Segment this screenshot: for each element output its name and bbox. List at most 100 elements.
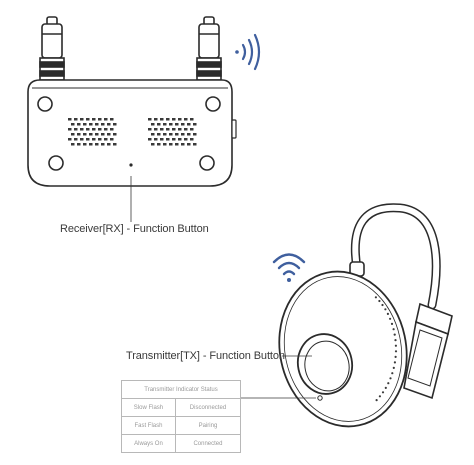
table-row: Fast Flash Pairing xyxy=(121,416,242,435)
vent-slot xyxy=(107,123,111,126)
wifi-signal-icon xyxy=(235,33,261,71)
vent-slot xyxy=(148,128,152,131)
transmitter-device xyxy=(278,203,453,428)
indicator-state: Slow Flash xyxy=(121,398,176,417)
vent-slot xyxy=(113,133,117,136)
vent-slot xyxy=(71,143,75,146)
vent-slot xyxy=(83,143,87,146)
receiver-device xyxy=(27,16,237,187)
vent-slot xyxy=(166,128,170,131)
vent-slot xyxy=(83,133,87,136)
vent-slot xyxy=(95,143,99,146)
vent-slot xyxy=(92,118,96,121)
vent-slot xyxy=(172,128,176,131)
vent-slot xyxy=(92,128,96,131)
table-row: Always On Connected xyxy=(121,434,242,453)
vent-dot xyxy=(394,355,397,358)
vent-dot xyxy=(393,333,396,336)
vent-slot xyxy=(151,133,155,136)
vent-slot xyxy=(110,128,114,131)
indicator-meaning: Pairing xyxy=(174,416,242,435)
vent-dot xyxy=(374,296,377,299)
vent-slot xyxy=(187,143,191,146)
vent-slot xyxy=(184,138,188,141)
vent-slot xyxy=(98,128,102,131)
vent-slot xyxy=(175,133,179,136)
vent-slot xyxy=(178,128,182,131)
transmitter-function-button xyxy=(296,333,354,395)
vent-slot xyxy=(175,123,179,126)
vent-dot xyxy=(393,361,396,364)
vent-slot xyxy=(181,123,185,126)
vent-slot xyxy=(187,133,191,136)
vent-slot xyxy=(178,118,182,121)
vent-slot xyxy=(184,128,188,131)
vent-slot xyxy=(107,133,111,136)
vent-slot xyxy=(80,138,84,141)
vent-slot xyxy=(68,128,72,131)
vent-dot xyxy=(384,308,387,311)
vent-slot xyxy=(110,118,114,121)
vent-slot xyxy=(95,123,99,126)
vent-slot xyxy=(98,118,102,121)
vent-dot xyxy=(392,366,395,369)
vent-slot xyxy=(172,118,176,121)
callout-lines xyxy=(130,176,316,399)
vent-slot xyxy=(166,118,170,121)
vent-slot xyxy=(89,143,93,146)
vent-dot xyxy=(375,399,378,402)
vent-slot xyxy=(187,123,191,126)
vent-slot xyxy=(193,133,197,136)
vent-slot xyxy=(92,138,96,141)
indicator-meaning: Disconnected xyxy=(174,398,242,417)
vent-slot xyxy=(101,123,105,126)
vent-slot xyxy=(181,133,185,136)
vent-slot xyxy=(163,133,167,136)
vent-dot xyxy=(391,372,394,375)
vent-slot xyxy=(154,118,158,121)
vent-dot xyxy=(381,391,385,394)
vent-slot xyxy=(80,128,84,131)
vent-slot xyxy=(190,118,194,121)
vent-slot xyxy=(77,123,81,126)
vent-dot xyxy=(392,328,395,331)
screw-hole xyxy=(205,96,221,112)
vent-slot xyxy=(148,118,152,121)
vent-dot xyxy=(387,382,390,385)
receiver-antenna-right xyxy=(196,16,222,81)
vent-slot xyxy=(89,123,93,126)
vent-slot xyxy=(107,143,111,146)
vent-dot xyxy=(389,377,392,380)
vent-slot xyxy=(101,133,105,136)
vent-slot xyxy=(77,143,81,146)
vent-slot xyxy=(74,118,78,121)
vent-slot xyxy=(98,138,102,141)
table-row: Slow Flash Disconnected xyxy=(121,398,242,417)
vent-slot xyxy=(178,138,182,141)
transmitter-indicator-led xyxy=(317,395,323,401)
transmitter-vent-dots xyxy=(374,296,398,402)
vent-slot xyxy=(154,128,158,131)
vent-slot xyxy=(101,143,105,146)
vent-slot xyxy=(151,143,155,146)
vent-slot xyxy=(77,133,81,136)
vent-slot xyxy=(71,123,75,126)
vent-slot xyxy=(160,138,164,141)
vent-dot xyxy=(386,312,389,315)
vent-dot xyxy=(389,317,392,320)
vent-dot xyxy=(378,395,381,398)
wifi-signal-icon xyxy=(272,253,306,282)
vent-slot xyxy=(68,138,72,141)
vent-slot xyxy=(157,133,161,136)
vent-dot xyxy=(381,303,384,307)
vent-slot xyxy=(113,123,117,126)
receiver-body xyxy=(27,79,233,187)
indicator-status-table: Transmitter Indicator Status Slow Flash … xyxy=(121,380,242,453)
vent-dot xyxy=(394,344,397,347)
vent-slot xyxy=(74,128,78,131)
vent-slot xyxy=(181,143,185,146)
indicator-state: Fast Flash xyxy=(121,416,176,435)
vent-slot xyxy=(86,118,90,121)
vent-slot xyxy=(193,143,197,146)
indicator-state: Always On xyxy=(121,434,176,453)
